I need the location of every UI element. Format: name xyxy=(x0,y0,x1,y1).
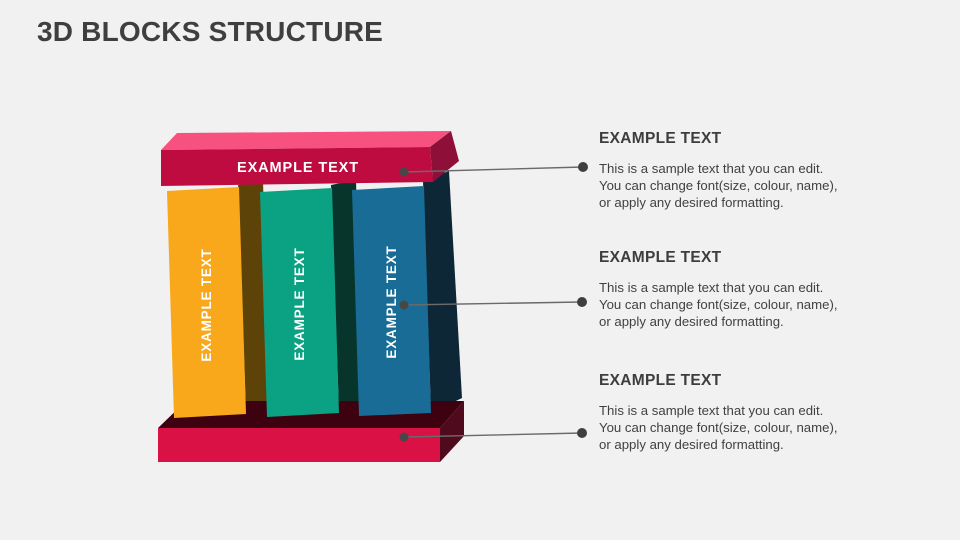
section-1-heading: EXAMPLE TEXT xyxy=(599,130,722,147)
top-bar-top-face xyxy=(161,131,451,150)
connector-1-start-dot xyxy=(399,167,409,177)
block-2-label: EXAMPLE TEXT xyxy=(292,247,307,360)
top-bar-side-face xyxy=(430,131,459,182)
block-1-label: EXAMPLE TEXT xyxy=(199,248,214,361)
top-bar-label: EXAMPLE TEXT xyxy=(237,160,359,176)
section-1-line-1: This is a sample text that you can edit. xyxy=(599,161,824,176)
connector-2-start-dot xyxy=(399,300,409,310)
connector-1 xyxy=(403,166,584,173)
section-2-line-3: or apply any desired formatting. xyxy=(599,314,784,329)
section-3-line-3: or apply any desired formatting. xyxy=(599,437,784,452)
connector-1-end-dot xyxy=(578,162,588,172)
section-1-line-2: You can change font(size, colour, name), xyxy=(599,178,838,193)
block-1-front-face xyxy=(167,187,246,418)
page-title: 3D BLOCKS STRUCTURE xyxy=(37,16,384,47)
section-2-heading: EXAMPLE TEXT xyxy=(599,249,722,266)
section-1-body: This is a sample text that you can edit.… xyxy=(599,160,929,211)
annotation-section-1: EXAMPLE TEXT This is a sample text that … xyxy=(599,130,929,211)
section-3-body: This is a sample text that you can edit.… xyxy=(599,402,929,453)
connector-2-end-dot xyxy=(577,297,587,307)
section-3-line-1: This is a sample text that you can edit. xyxy=(599,403,824,418)
section-3-heading: EXAMPLE TEXT xyxy=(599,372,722,389)
section-3-line-2: You can change font(size, colour, name), xyxy=(599,420,838,435)
connector-3-end-dot xyxy=(577,428,587,438)
section-2-line-1: This is a sample text that you can edit. xyxy=(599,280,824,295)
base-front-face xyxy=(158,428,440,462)
block-3-side-face xyxy=(423,171,462,413)
section-2-body: This is a sample text that you can edit.… xyxy=(599,279,929,330)
block-3-label: EXAMPLE TEXT xyxy=(384,245,399,358)
connector-3-start-dot xyxy=(399,432,409,442)
block-1-side-face xyxy=(238,180,269,414)
base-side-face xyxy=(440,401,464,462)
block-2-front-face xyxy=(260,188,339,417)
top-bar-front-face xyxy=(161,147,433,186)
connector-2 xyxy=(403,301,583,306)
connector-3 xyxy=(403,432,583,438)
section-1-line-3: or apply any desired formatting. xyxy=(599,195,784,210)
annotation-section-3: EXAMPLE TEXT This is a sample text that … xyxy=(599,372,929,453)
block-3-front-face xyxy=(352,186,431,416)
annotation-section-2: EXAMPLE TEXT This is a sample text that … xyxy=(599,249,929,330)
section-2-line-2: You can change font(size, colour, name), xyxy=(599,297,838,312)
